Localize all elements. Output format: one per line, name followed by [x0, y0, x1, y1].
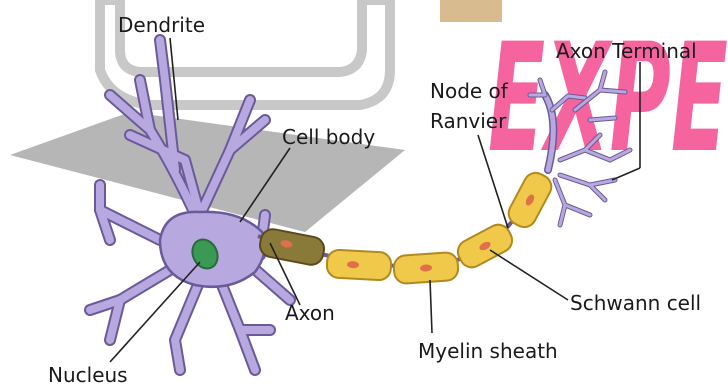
axon-label: Axon	[285, 301, 335, 325]
nucleus-label: Nucleus	[48, 363, 128, 387]
schwann-cell-label: Schwann cell	[570, 291, 701, 315]
myelin-sheath-leader	[430, 280, 432, 333]
node-of-ranvier-label-line1: Node of	[430, 79, 509, 103]
schwann-cell-leader	[490, 250, 568, 300]
node-of-ranvier-label-line2: Ranvier	[430, 109, 507, 133]
myelin-segment	[258, 227, 326, 267]
myelin-sheath-label: Myelin sheath	[418, 339, 558, 363]
cell-body-label: Cell body	[282, 125, 375, 149]
axon-terminal-label: Axon Terminal	[556, 39, 697, 63]
dendrite-label: Dendrite	[118, 13, 205, 37]
